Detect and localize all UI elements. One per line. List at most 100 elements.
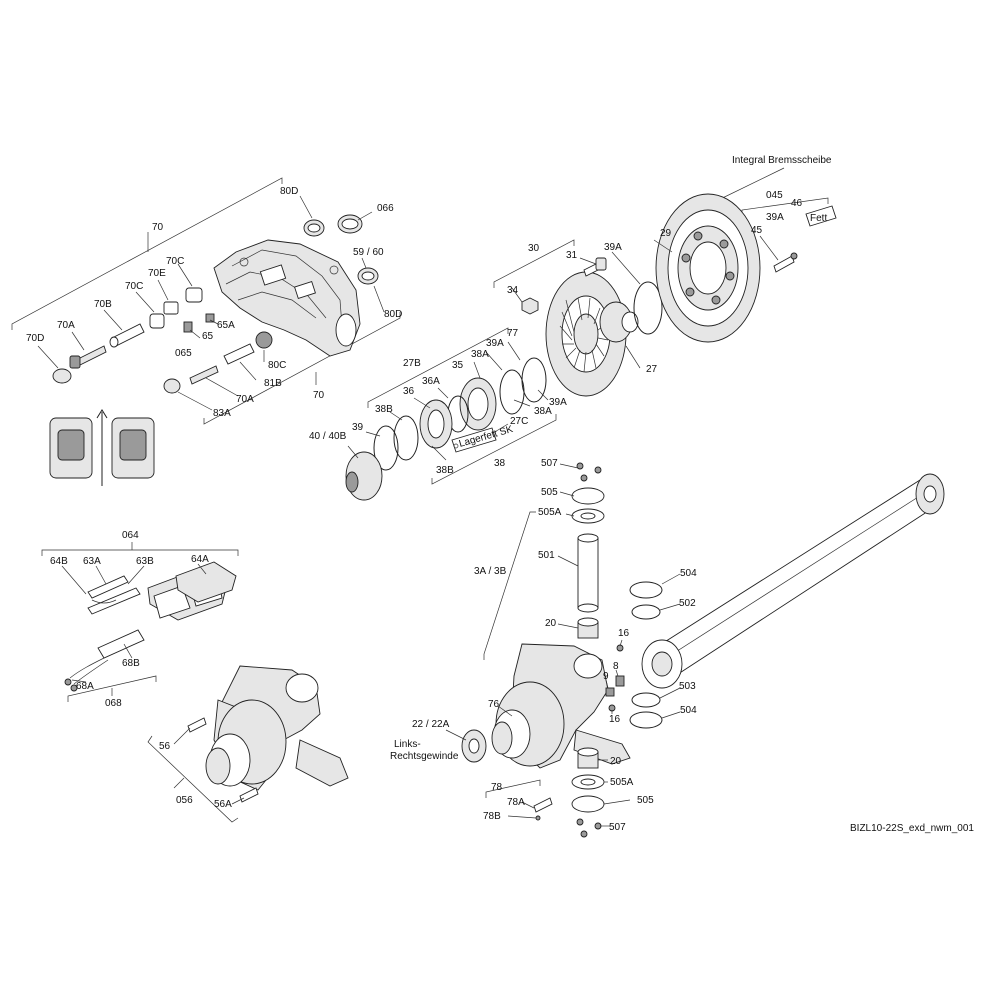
bolt-31 — [583, 257, 607, 277]
callout-503: 503 — [679, 681, 696, 692]
callout-70C-a: 70C — [166, 256, 184, 267]
bearing-36 — [419, 399, 453, 449]
bracket-056 — [147, 735, 239, 823]
callout-80D-top: 80D — [280, 186, 298, 197]
bracket-70-bottom — [203, 312, 401, 425]
callout-31: 31 — [566, 250, 578, 261]
callout-504-bottom: 504 — [680, 705, 697, 716]
callout-45: 45 — [751, 225, 763, 236]
callout-3A-3B: 3A / 3B — [474, 566, 507, 577]
bracket-38 — [431, 414, 557, 485]
ring-066 — [337, 214, 363, 234]
callout-fett: Fett — [810, 213, 827, 224]
bellow-80D-top — [303, 219, 325, 237]
bearing-35 — [459, 377, 497, 431]
callout-70D: 70D — [26, 333, 44, 344]
callout-38B-bottom: 38B — [436, 465, 454, 476]
cover-505-top — [571, 487, 605, 505]
callout-40-40B: 40 / 40B — [309, 431, 347, 442]
bracket-78 — [485, 779, 541, 798]
callout-links: Links- — [394, 739, 421, 750]
callout-64B: 64B — [50, 556, 68, 567]
callout-56A: 56A — [214, 799, 232, 810]
pin-parts — [52, 287, 273, 394]
callout-39A-bottom: 39A — [549, 397, 567, 408]
callout-502: 502 — [679, 598, 696, 609]
drawing-id-label: BIZL10-22S_exd_nwm_001 — [850, 823, 974, 834]
bracket-3A-3B — [483, 511, 536, 660]
callout-507-bottom: 507 — [609, 822, 626, 833]
brake-pads — [147, 561, 237, 621]
seal-39 — [373, 425, 399, 471]
callout-68B: 68B — [122, 658, 140, 669]
callout-46: 46 — [791, 198, 803, 209]
callout-63A: 63A — [83, 556, 101, 567]
callout-505A-top: 505A — [538, 507, 562, 518]
callout-70-top: 70 — [152, 222, 164, 233]
callout-505A-bottom: 505A — [610, 777, 634, 788]
callout-22-22A: 22 / 22A — [412, 719, 450, 730]
callout-504-top: 504 — [680, 568, 697, 579]
seal-502 — [631, 604, 661, 620]
bolt-507-c — [580, 474, 588, 482]
callout-056: 056 — [176, 795, 193, 806]
axle-beam — [641, 473, 945, 689]
callout-064: 064 — [122, 530, 139, 541]
caliper-group — [11, 177, 401, 486]
callout-78B: 78B — [483, 811, 501, 822]
hub-leaders — [347, 251, 641, 461]
callout-65A: 65A — [217, 320, 235, 331]
nut-9 — [605, 687, 615, 697]
callout-36: 36 — [403, 386, 415, 397]
seal-504-bottom — [629, 711, 663, 729]
callout-39A-right: 39A — [766, 212, 784, 223]
title-label: Integral Bremsscheibe — [732, 155, 832, 166]
callout-38A-top: 38A — [471, 349, 489, 360]
callout-76: 76 — [488, 699, 500, 710]
axle-kingpin-group — [445, 462, 945, 838]
hub-cap-40 — [345, 451, 383, 501]
callout-045: 045 — [766, 190, 783, 201]
callout-20-bottom: 20 — [610, 756, 622, 767]
callout-065: 065 — [175, 348, 192, 359]
callout-066: 066 — [377, 203, 394, 214]
hub-bearing-group — [345, 239, 663, 501]
pad-springs — [87, 575, 141, 615]
wheel-hub — [545, 271, 639, 397]
wear-sensor — [64, 629, 145, 692]
callout-36A: 36A — [422, 376, 440, 387]
stud-45 — [773, 252, 798, 273]
callout-505-bottom: 505 — [637, 795, 654, 806]
callout-501: 501 — [538, 550, 555, 561]
bracket-27B — [367, 327, 509, 408]
callout-27B: 27B — [403, 358, 421, 369]
bushing-20-bottom — [577, 747, 599, 769]
steering-knuckle-right — [491, 643, 631, 769]
callout-38A-bottom: 38A — [534, 406, 552, 417]
callout-8: 8 — [613, 661, 619, 672]
bolt-507-b — [594, 466, 602, 474]
callout-63B: 63B — [136, 556, 154, 567]
bolt-507-f — [580, 830, 588, 838]
axle-leaders — [445, 463, 681, 827]
callout-39A-top: 39A — [604, 242, 622, 253]
callout-38: 38 — [494, 458, 506, 469]
callout-81B: 81B — [264, 378, 282, 389]
bolt-507-d — [576, 818, 584, 826]
callout-labels: Integral Bremsscheibe BIZL10-22S_exd_nwm… — [26, 155, 974, 834]
callout-80C: 80C — [268, 360, 286, 371]
axle-nut-22 — [461, 729, 487, 763]
fett-tag — [805, 205, 837, 227]
nut-34 — [521, 297, 539, 315]
callout-20-top: 20 — [545, 618, 557, 629]
caliper-housing — [213, 239, 361, 357]
seal-503 — [631, 692, 661, 708]
cover-505-bottom — [571, 795, 605, 813]
callout-68A: 68A — [76, 681, 94, 692]
callout-39A-mid: 39A — [486, 338, 504, 349]
callout-27: 27 — [646, 364, 658, 375]
callout-30: 30 — [528, 243, 540, 254]
callout-56: 56 — [159, 741, 171, 752]
callout-29: 29 — [660, 228, 672, 239]
bracket-30 — [493, 239, 575, 288]
